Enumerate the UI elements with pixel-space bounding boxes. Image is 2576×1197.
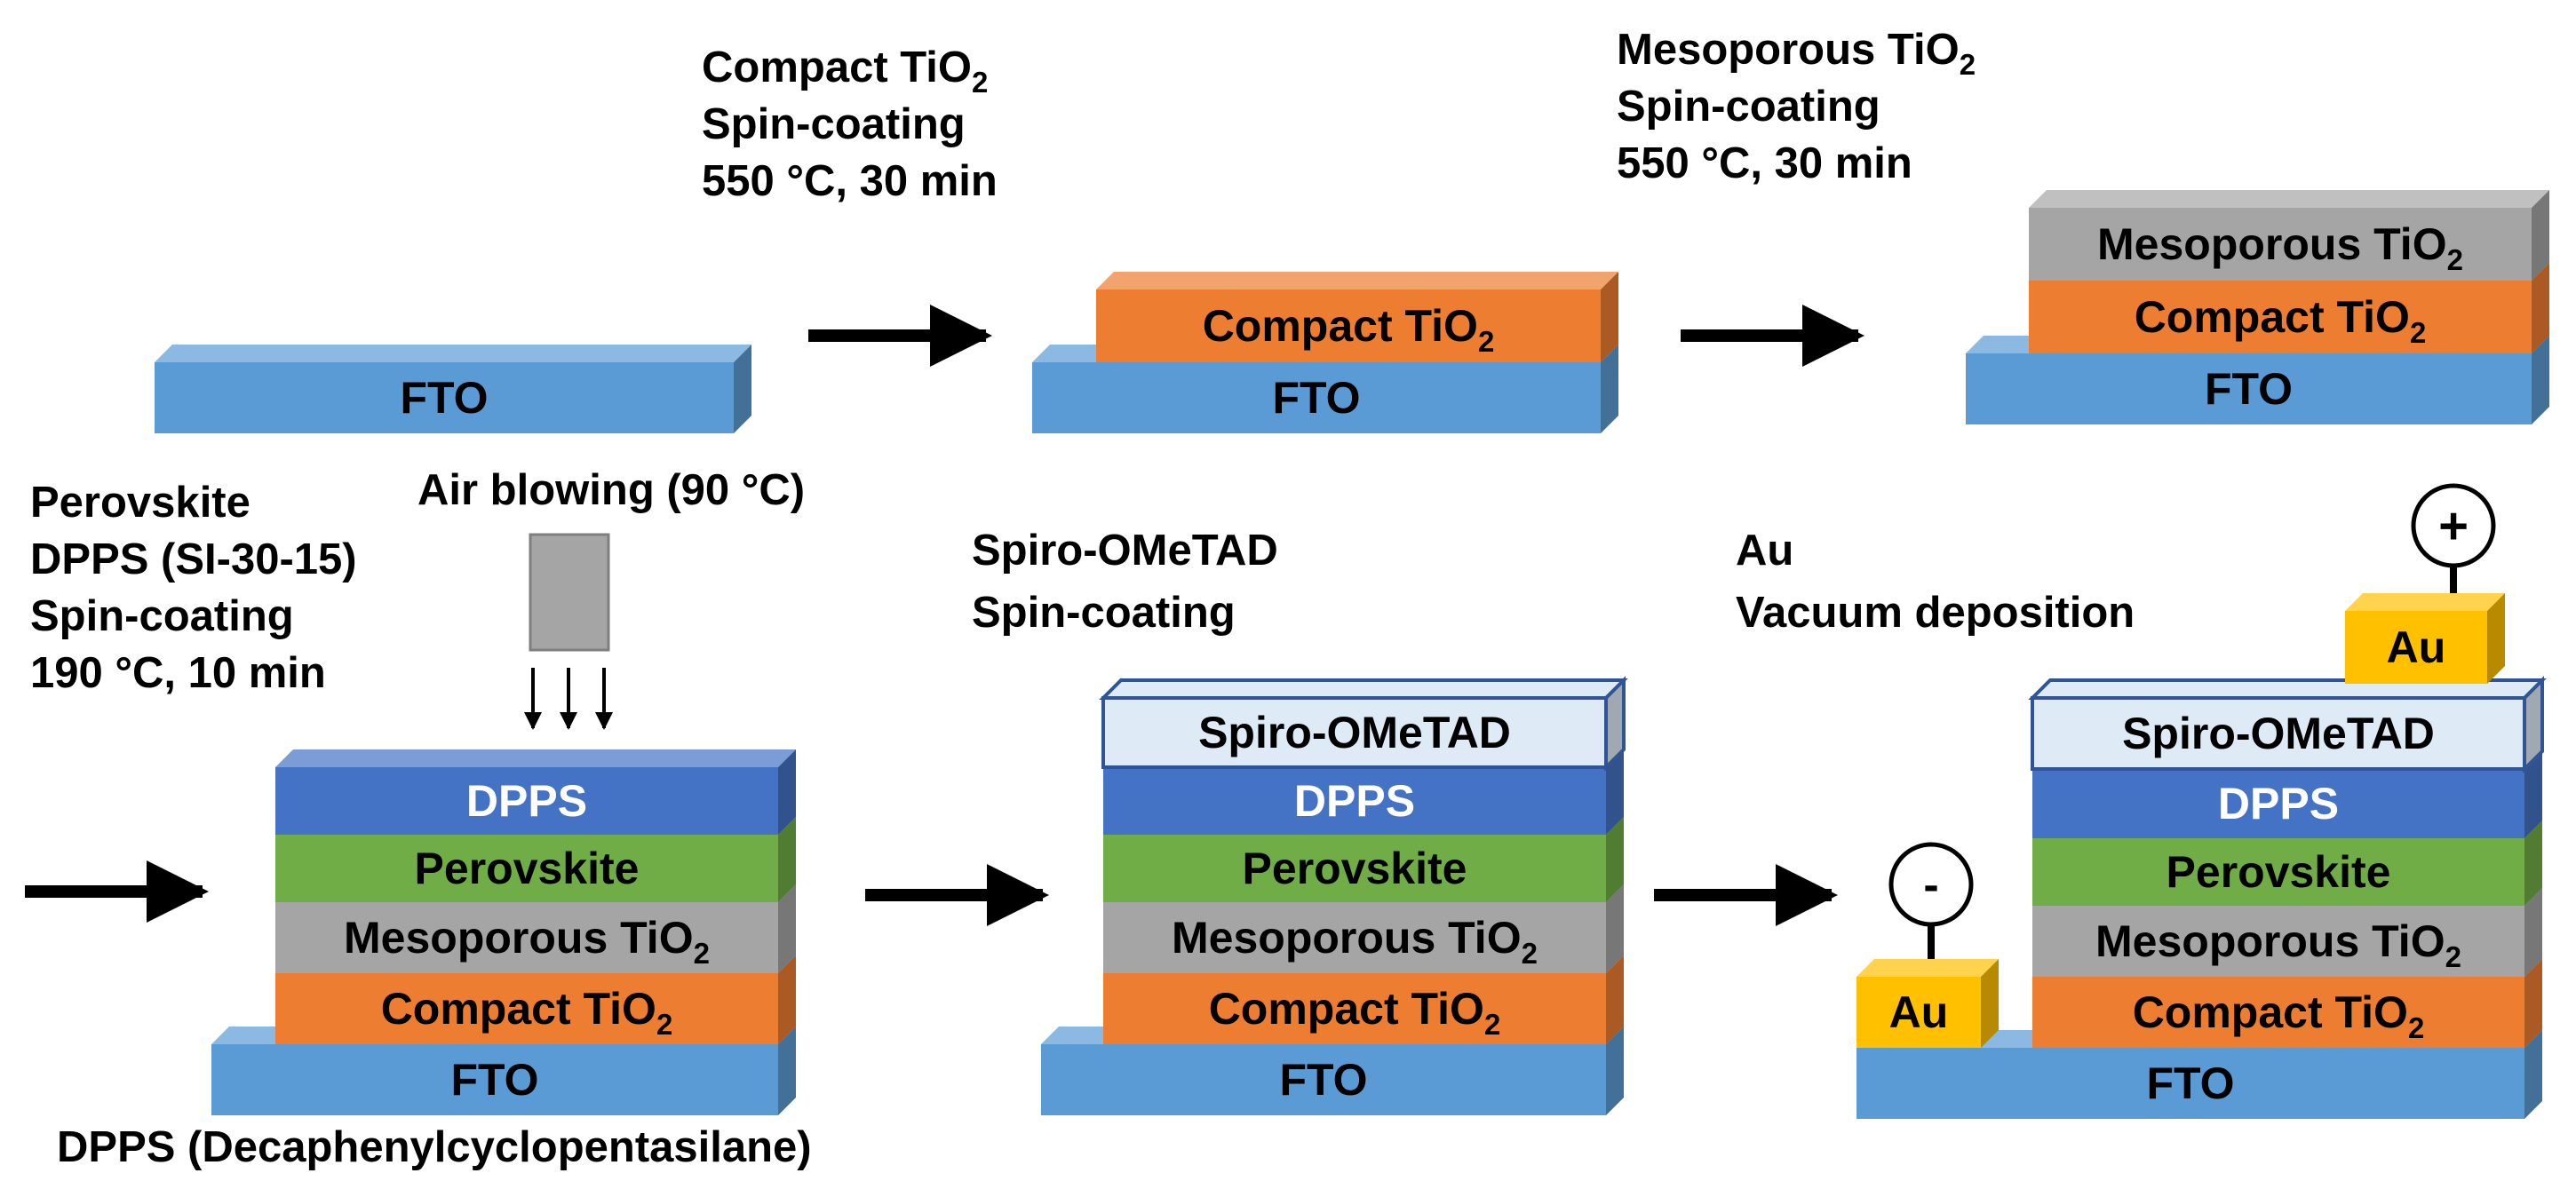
layer-spiro: Spiro-OMeTAD [2028, 676, 2547, 773]
layer-au: Au [2345, 593, 2505, 684]
step3-caption: Perovskite DPPS (SI-30-15) Spin-coating … [30, 479, 369, 697]
layer-label-spiro: Spiro-OMeTAD [1198, 708, 1511, 757]
layer-label-fto: FTO [1272, 373, 1360, 423]
step4-caption: Spiro-OMeTAD Spin-coating [972, 527, 1290, 637]
step5-caption: Au Vacuum deposition [1736, 527, 2135, 637]
layer-mesoporous: Mesoporous TiO2 [2029, 190, 2549, 281]
layer-compact: Compact TiO2 [1096, 272, 1618, 362]
air-blowing-label: Air blowing (90 °C) [417, 466, 805, 514]
layer-fto: FTO [155, 345, 751, 433]
layer-label-mesoporous: Mesoporous TiO2 [1172, 913, 1538, 970]
step2-caption: Mesoporous TiO2 Spin-coating 550 °C, 30 … [1617, 26, 1988, 187]
layer-label-fto: FTO [450, 1055, 538, 1105]
layer-label-compact: Compact TiO2 [381, 984, 673, 1041]
minus-sign: - [1923, 860, 1938, 911]
layer-label-dpps: DPPS [466, 776, 587, 826]
layer-label-perovskite: Perovskite [415, 844, 640, 893]
layer-label-compact: Compact TiO2 [2135, 292, 2427, 349]
positive-terminal: + [2411, 483, 2496, 602]
layer-label-mesoporous: Mesoporous TiO2 [2097, 219, 2463, 276]
layer-label-compact: Compact TiO2 [1209, 984, 1501, 1041]
layer-dpps: DPPS [275, 749, 796, 835]
layer-label-dpps: DPPS [2218, 779, 2339, 828]
layer-label-perovskite: Perovskite [2167, 847, 2391, 897]
layer-label-perovskite: Perovskite [1243, 844, 1467, 893]
layer-au: Au [1856, 959, 1999, 1048]
layer-label-au: Au [1889, 987, 1949, 1037]
layer-label-compact: Compact TiO2 [1203, 301, 1495, 358]
layer-label-compact: Compact TiO2 [2133, 987, 2425, 1044]
layer-label-dpps: DPPS [1294, 776, 1415, 826]
plus-sign: + [2438, 497, 2469, 555]
layer-label-mesoporous: Mesoporous TiO2 [344, 913, 710, 970]
air-nozzle [529, 533, 610, 652]
step1-caption: Compact TiO2 Spin-coating 550 °C, 30 min [702, 44, 1000, 205]
layer-spiro: Spiro-OMeTAD [1099, 676, 1628, 772]
layer-label-fto: FTO [1279, 1055, 1367, 1105]
dpps-footnote: DPPS (Decaphenylcyclopentasilane) [57, 1123, 812, 1171]
negative-terminal: - [1888, 842, 1974, 977]
layer-label-fto: FTO [2205, 364, 2293, 414]
air-flow-arrows [524, 668, 613, 730]
layer-label-spiro: Spiro-OMeTAD [2122, 709, 2435, 758]
layer-label-au: Au [2387, 622, 2446, 672]
process-arrows [25, 305, 1864, 926]
layer-label-fto: FTO [400, 373, 488, 423]
layer-label-fto: FTO [2146, 1058, 2234, 1108]
layer-label-mesoporous: Mesoporous TiO2 [2095, 916, 2461, 973]
